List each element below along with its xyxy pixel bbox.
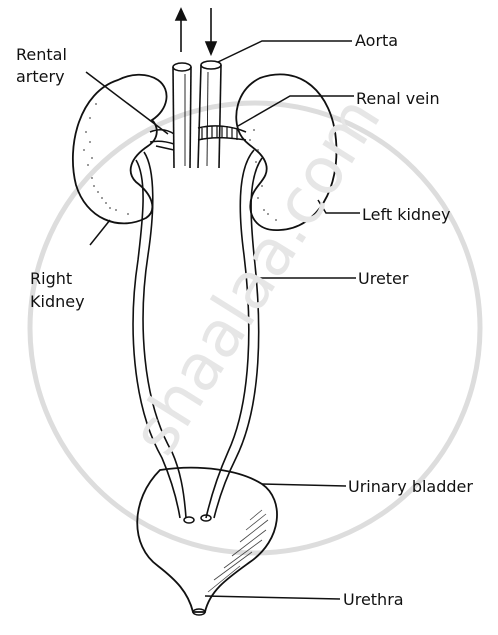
watermark-circle bbox=[27, 100, 483, 556]
label-renal-artery-line1: Rental bbox=[16, 45, 67, 64]
left-kidney-shading bbox=[249, 129, 277, 221]
label-ureter: Ureter bbox=[358, 269, 409, 288]
label-left-kidney: Left kidney bbox=[362, 205, 451, 224]
urinary-bladder-outline bbox=[136, 466, 278, 613]
urethra-opening bbox=[192, 608, 206, 616]
vena-cava-vessel bbox=[172, 62, 192, 169]
label-renal-vein: Renal vein bbox=[356, 89, 440, 108]
aorta-vessel bbox=[197, 60, 222, 169]
blood-flow-arrows bbox=[174, 7, 218, 57]
left-ureter-opening bbox=[200, 514, 212, 522]
label-urinary-bladder: Urinary bladder bbox=[348, 477, 473, 496]
bladder-shading bbox=[207, 509, 269, 593]
label-right-kidney-line2: Kidney bbox=[30, 292, 85, 311]
right-kidney bbox=[72, 73, 168, 225]
label-urethra: Urethra bbox=[343, 590, 404, 609]
ureters bbox=[132, 149, 263, 519]
label-renal-artery-line2: artery bbox=[16, 67, 65, 86]
leader-lines bbox=[85, 40, 360, 600]
label-right-kidney-line1: Right bbox=[30, 269, 73, 288]
right-ureter-opening bbox=[183, 516, 195, 524]
renal-vessels bbox=[149, 125, 247, 151]
right-kidney-shading bbox=[83, 103, 129, 215]
renal-vein-hatching bbox=[201, 126, 238, 140]
label-aorta: Aorta bbox=[355, 31, 399, 50]
